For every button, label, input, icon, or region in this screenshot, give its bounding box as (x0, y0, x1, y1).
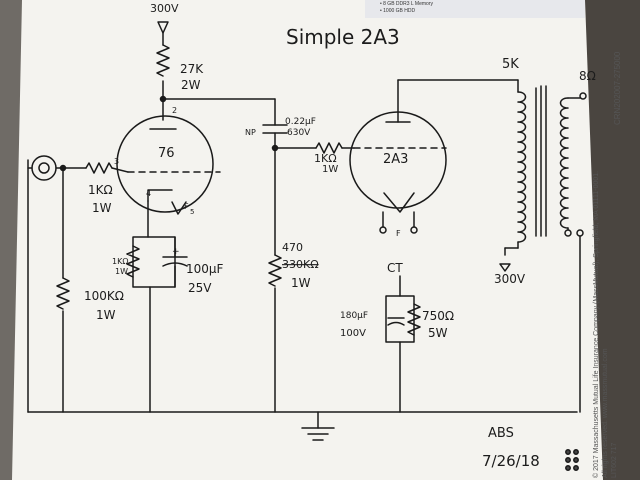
ct-cap-plate2 (387, 321, 405, 326)
margin-form-no: LIT602 717 (611, 442, 618, 478)
pin-plate: 2 (172, 106, 177, 115)
output-filament (383, 192, 415, 213)
coupling-cap-voltage: 630V (287, 128, 311, 138)
wiring (27, 21, 587, 471)
grid-stopper-value: 1KΩ (314, 152, 337, 165)
output-tube-label: 2A3 (383, 152, 408, 167)
cathode-cap-plate2 (162, 262, 188, 267)
pin-grid: 3 (114, 157, 119, 166)
driver-cathode (147, 189, 173, 202)
ct-cap-voltage: 100V (340, 328, 366, 339)
supply-top-label: 300V (150, 2, 179, 15)
input-shunt-power: 1W (96, 308, 116, 322)
grid-stopper-resistor (315, 142, 343, 154)
cathode-resistor (126, 245, 140, 278)
top-strip (365, 0, 585, 18)
paper-sheet (12, 0, 603, 480)
input-shunt-value: 100KΩ (84, 289, 124, 303)
pin-cathode: 4 (146, 189, 151, 198)
transformer-primary (517, 91, 527, 243)
plate-resistor (156, 44, 170, 77)
driver-filament (171, 201, 187, 215)
signature-initials: ABS (488, 426, 514, 441)
margin-copyright: © 2017 Massachusetts Mutual Life Insuran… (592, 171, 600, 478)
grid-leak-new-value: 470 (282, 241, 303, 254)
grid-input-value: 1KΩ (88, 183, 113, 197)
driver-tube (116, 115, 214, 213)
transformer-secondary (559, 97, 569, 229)
coupling-cap-value: 0.22μF (285, 117, 316, 127)
grid-leak-old-value: 330KΩ (282, 258, 319, 271)
top-strip-line2: • 1000 GB HDD (380, 8, 415, 14)
cathode-cap-voltage: 25V (188, 281, 212, 295)
transformer-secondary-label: 8Ω (579, 69, 596, 83)
ct-resistor-power: 5W (428, 326, 448, 340)
input-shunt-resistor (56, 277, 70, 310)
grid-leak-resistor (268, 254, 282, 287)
grid-stopper-power: 1W (322, 164, 338, 175)
grid-input-resistor (85, 162, 113, 174)
pin-filament-sub: 5 (190, 208, 194, 216)
output-pin-filament: F (396, 229, 401, 238)
transformer-supply-label: 300V (494, 272, 526, 286)
plate-resistor-value: 27K (180, 62, 204, 76)
bplus-arrow (157, 21, 169, 34)
cathode-resistor-value: 1KΩ (112, 257, 128, 266)
margin-rights: All rights reserved. www.massmutual.com (602, 348, 609, 478)
schematic-title: Simple 2A3 (286, 25, 400, 49)
ct-resistor (407, 303, 421, 336)
cathode-cap-plus: + (172, 247, 180, 257)
transformer-bplus-arrow (499, 263, 511, 272)
grid-input-power: 1W (92, 201, 112, 215)
cathode-cap-value: 100μF (186, 262, 224, 276)
signature-date: 7/26/18 (482, 452, 540, 470)
top-strip-line1: • 8 GB DDR3 L Memory (380, 1, 433, 7)
transformer-primary-label: 5K (502, 57, 519, 72)
ct-network-box (385, 295, 415, 343)
plate-resistor-power: 2W (181, 78, 201, 92)
grid-leak-power: 1W (291, 276, 311, 290)
ct-label: CT (387, 261, 403, 275)
cathode-resistor-power: 1W (115, 267, 128, 276)
coupling-cap-tag: NP (245, 128, 256, 137)
pin-filament-left: F (184, 202, 189, 211)
driver-tube-label: 76 (158, 146, 175, 161)
margin-form-code: CRN202007-275000 (613, 51, 622, 125)
ct-resistor-value: 750Ω (422, 309, 454, 323)
ct-cap-value: 180μF (340, 311, 368, 321)
